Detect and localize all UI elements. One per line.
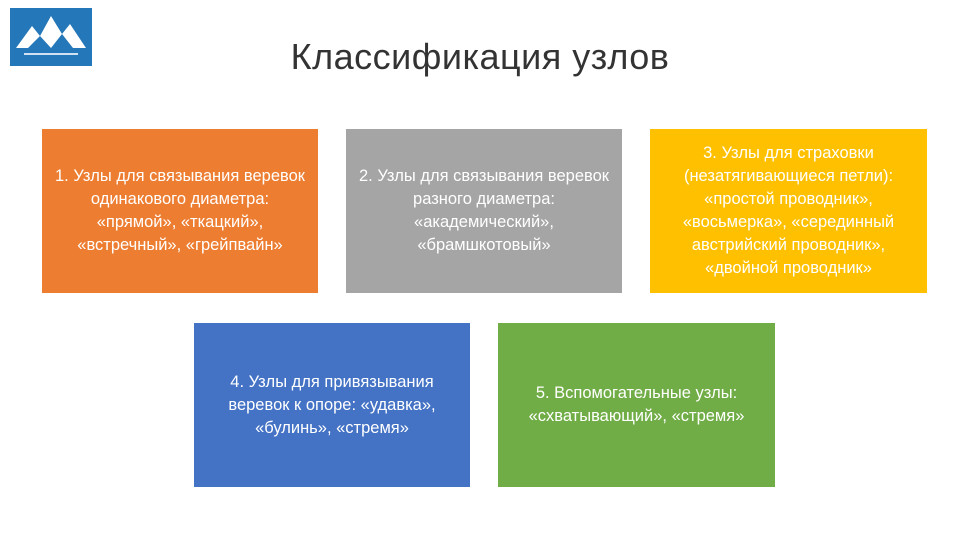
category-box-5: 5. Вспомогательные узлы: «схватывающий»,… bbox=[498, 323, 775, 487]
slide-title: Классификация узлов bbox=[290, 36, 670, 77]
category-box-4-text: 4. Узлы для привязывания веревок к опоре… bbox=[228, 372, 436, 437]
category-box-1: 1. Узлы для связывания веревок одинаково… bbox=[42, 129, 318, 293]
logo bbox=[10, 8, 92, 66]
category-box-2: 2. Узлы для связывания веревок разного д… bbox=[346, 129, 622, 293]
category-box-1-text: 1. Узлы для связывания веревок одинаково… bbox=[54, 167, 305, 254]
category-box-5-text: 5. Вспомогательные узлы: «схватывающий»,… bbox=[528, 384, 745, 425]
category-box-4: 4. Узлы для привязывания веревок к опоре… bbox=[194, 323, 470, 487]
category-box-3: 3. Узлы для страховки (незатягивающиеся … bbox=[650, 129, 927, 293]
category-box-3-text: 3. Узлы для страховки (незатягивающиеся … bbox=[682, 144, 895, 277]
mountain-logo-icon bbox=[16, 16, 86, 55]
category-box-2-text: 2. Узлы для связывания веревок разного д… bbox=[358, 167, 609, 254]
